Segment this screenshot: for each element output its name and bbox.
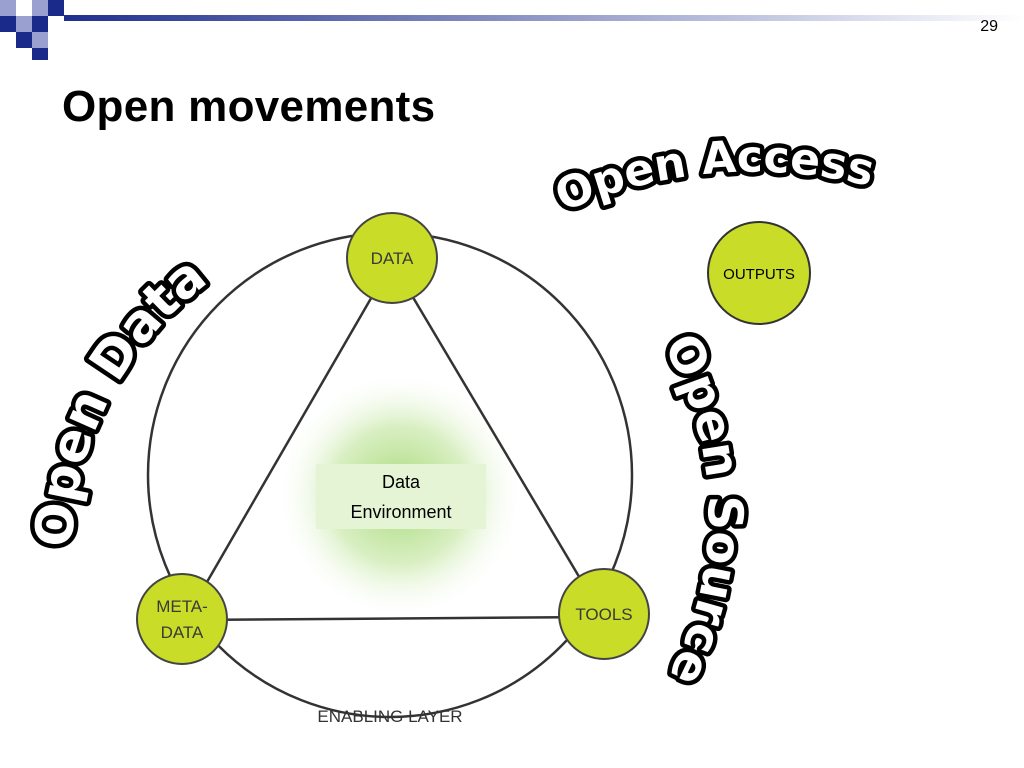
header-bar	[40, 15, 1024, 21]
data-environment-box	[316, 464, 486, 529]
open-source-label: Open Source	[653, 325, 753, 695]
node-tools: TOOLS	[558, 568, 650, 660]
data-environment-label-line2: Environment	[350, 502, 451, 522]
node-metadata: META- DATA	[136, 573, 228, 665]
node-data-label: DATA	[371, 249, 414, 268]
edge-data-tools	[390, 261, 605, 618]
node-metadata-label-line2: DATA	[161, 623, 204, 642]
node-outputs-label: OUTPUTS	[723, 266, 795, 283]
node-outputs: OUTPUTS	[707, 221, 811, 325]
edge-data-metadata	[183, 261, 394, 621]
data-environment-label-line1: Data	[382, 472, 421, 492]
node-metadata-label-line1: META-	[156, 597, 208, 616]
edge-metadata-tools	[184, 615, 604, 622]
checker-squares	[0, 0, 64, 60]
enabling-layer-label: ENABLING LAYER	[317, 707, 462, 726]
header-decoration	[0, 0, 1024, 60]
open-access-label: Open Access	[548, 132, 879, 222]
open-data-label: Open Data	[24, 245, 217, 549]
node-tools-label: TOOLS	[575, 605, 632, 624]
page-number: 29	[980, 18, 998, 35]
slide-title: Open movements	[62, 82, 436, 131]
node-data: DATA	[346, 212, 438, 304]
